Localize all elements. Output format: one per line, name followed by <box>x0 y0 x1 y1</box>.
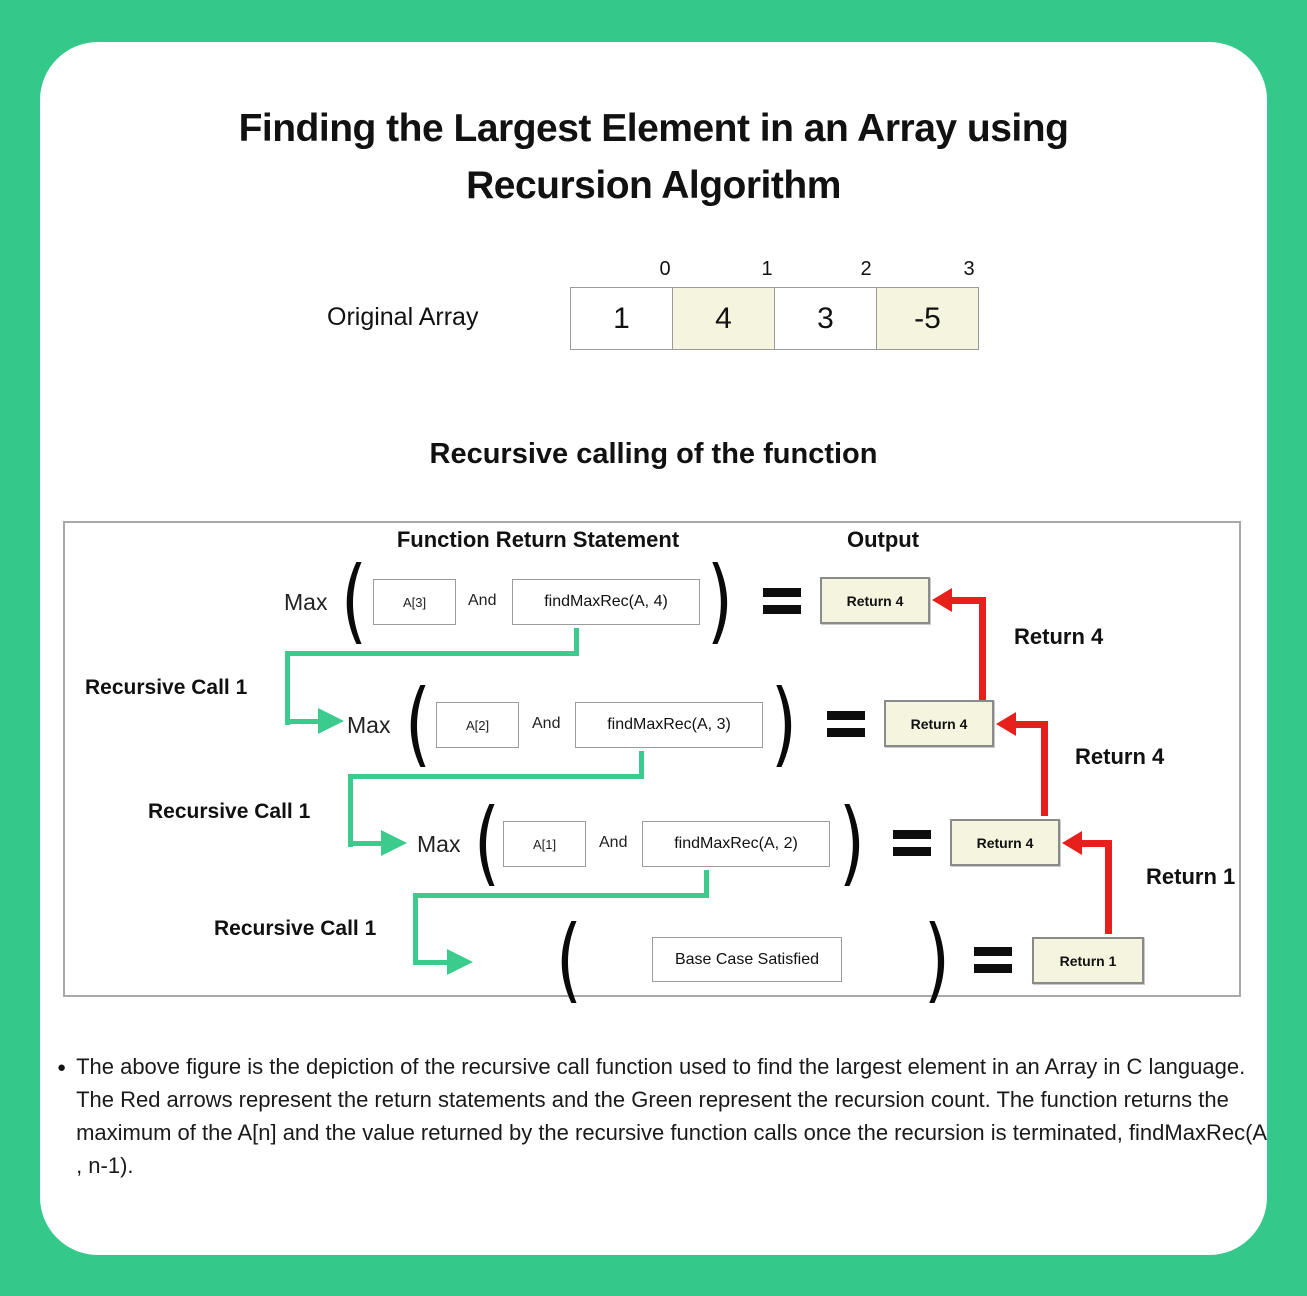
output-box-row4: Return 1 <box>1032 937 1144 984</box>
green-recursion-arrowhead-1 <box>318 708 344 734</box>
call-text-row2: findMaxRec(A, 3) <box>607 716 731 733</box>
original-array-label: Original Array <box>327 303 479 331</box>
return-arrow-label-2: Return 4 <box>1075 744 1165 769</box>
green-recursion-stub-2 <box>639 751 644 779</box>
green-recursion-top-line-2 <box>348 774 644 779</box>
array-cell-3: -5 <box>876 287 979 350</box>
output-text-row4: Return 1 <box>1059 952 1117 969</box>
output-text-row1: Return 4 <box>846 592 904 609</box>
green-recursion-vertical-1 <box>285 651 290 725</box>
array-index-0: 0 <box>659 258 671 280</box>
green-recursion-bottom-line-1 <box>285 719 318 724</box>
output-text-row3: Return 4 <box>976 834 1034 851</box>
green-recursion-top-line-1 <box>285 651 579 656</box>
green-recursion-top-line-3 <box>413 893 709 898</box>
arg-text-row1: A[3] <box>402 594 427 610</box>
return-arrow-label-3: Return 1 <box>1146 864 1236 889</box>
green-recursion-vertical-2 <box>348 774 353 847</box>
section-heading: Recursive calling of the function <box>429 438 878 470</box>
array-cell-1: 4 <box>672 287 775 350</box>
green-recursion-vertical-3 <box>413 893 418 965</box>
base-case-box: Base Case Satisfied <box>652 937 842 982</box>
output-box-row1: Return 4 <box>820 577 930 624</box>
recursive-call-label-3: Recursive Call 1 <box>214 917 377 940</box>
arg-text-row2: A[2] <box>465 717 490 733</box>
green-recursion-bottom-line-3 <box>413 960 447 965</box>
max-label-row2: Max <box>347 712 391 738</box>
equals-sign-row3 <box>893 830 931 856</box>
call-box-row2: findMaxRec(A, 3) <box>575 702 763 748</box>
recursive-call-label-1: Recursive Call 1 <box>85 676 248 699</box>
column-header-output: Output <box>846 527 920 552</box>
arg-box-row3: A[1] <box>503 821 586 867</box>
red-return-line-vertical-3 <box>1105 840 1112 934</box>
red-return-line-horizontal-1 <box>952 597 986 604</box>
equals-sign-row4 <box>974 947 1012 973</box>
array-cell-2: 3 <box>774 287 877 350</box>
call-box-row1: findMaxRec(A, 4) <box>512 579 700 625</box>
green-recursion-stub-1 <box>574 628 579 656</box>
equals-sign-row1 <box>763 588 801 614</box>
array-index-2: 2 <box>860 258 872 280</box>
red-return-line-vertical-1 <box>979 597 986 703</box>
arg-text-row3: A[1] <box>532 836 557 852</box>
page-title: Finding the Largest Element in an Array … <box>0 100 1307 214</box>
close-paren-row4: ) <box>924 906 950 1013</box>
output-box-row2: Return 4 <box>884 700 994 747</box>
and-label-row1: And <box>468 592 497 609</box>
green-recursion-arrowhead-2 <box>381 830 407 856</box>
red-return-arrowhead-3 <box>1062 831 1082 855</box>
open-paren-row1: ( <box>341 547 367 654</box>
recursive-call-label-2: Recursive Call 1 <box>148 800 311 823</box>
page-title-line1: Finding the Largest Element in an Array … <box>238 107 1069 150</box>
original-array: 1 4 3 -5 <box>570 287 979 350</box>
max-label-row3: Max <box>417 831 461 857</box>
red-return-arrowhead-1 <box>932 588 952 612</box>
and-label-row3: And <box>599 834 628 851</box>
return-arrow-label-1: Return 4 <box>1014 624 1104 649</box>
green-recursion-stub-3 <box>704 870 709 898</box>
bullet-icon: ● <box>57 1059 67 1076</box>
red-return-line-horizontal-2 <box>1016 721 1048 728</box>
call-text-row1: findMaxRec(A, 4) <box>544 593 668 610</box>
red-return-line-vertical-2 <box>1041 721 1048 816</box>
call-text-row3: findMaxRec(A, 2) <box>674 835 798 852</box>
green-recursion-arrowhead-3 <box>447 949 473 975</box>
green-recursion-bottom-line-2 <box>348 841 381 846</box>
red-return-line-horizontal-3 <box>1082 840 1112 847</box>
open-paren-row2: ( <box>405 670 431 777</box>
output-box-row3: Return 4 <box>950 819 1060 866</box>
open-paren-row3: ( <box>474 789 500 896</box>
max-label-row1: Max <box>284 589 328 615</box>
figure-note-text: The above figure is the depiction of the… <box>76 1054 1266 1178</box>
close-paren-row1: ) <box>707 547 733 654</box>
equals-sign-row2 <box>827 711 865 737</box>
arg-box-row2: A[2] <box>436 702 519 748</box>
red-return-arrowhead-2 <box>996 712 1016 736</box>
arg-box-row1: A[3] <box>373 579 456 625</box>
close-paren-row2: ) <box>771 670 797 777</box>
array-cell-0: 1 <box>570 287 673 350</box>
and-label-row2: And <box>532 715 561 732</box>
array-index-3: 3 <box>963 258 975 280</box>
column-header-function-return: Function Return Statement <box>396 527 680 552</box>
base-case-text: Base Case Satisfied <box>674 950 820 968</box>
page-title-line2: Recursion Algorithm <box>466 164 841 207</box>
output-text-row2: Return 4 <box>910 715 968 732</box>
figure-note: ● The above figure is the depiction of t… <box>57 1050 1273 1182</box>
close-paren-row3: ) <box>839 789 865 896</box>
call-box-row3: findMaxRec(A, 2) <box>642 821 830 867</box>
open-paren-row4: ( <box>556 906 582 1013</box>
array-index-1: 1 <box>761 258 773 280</box>
